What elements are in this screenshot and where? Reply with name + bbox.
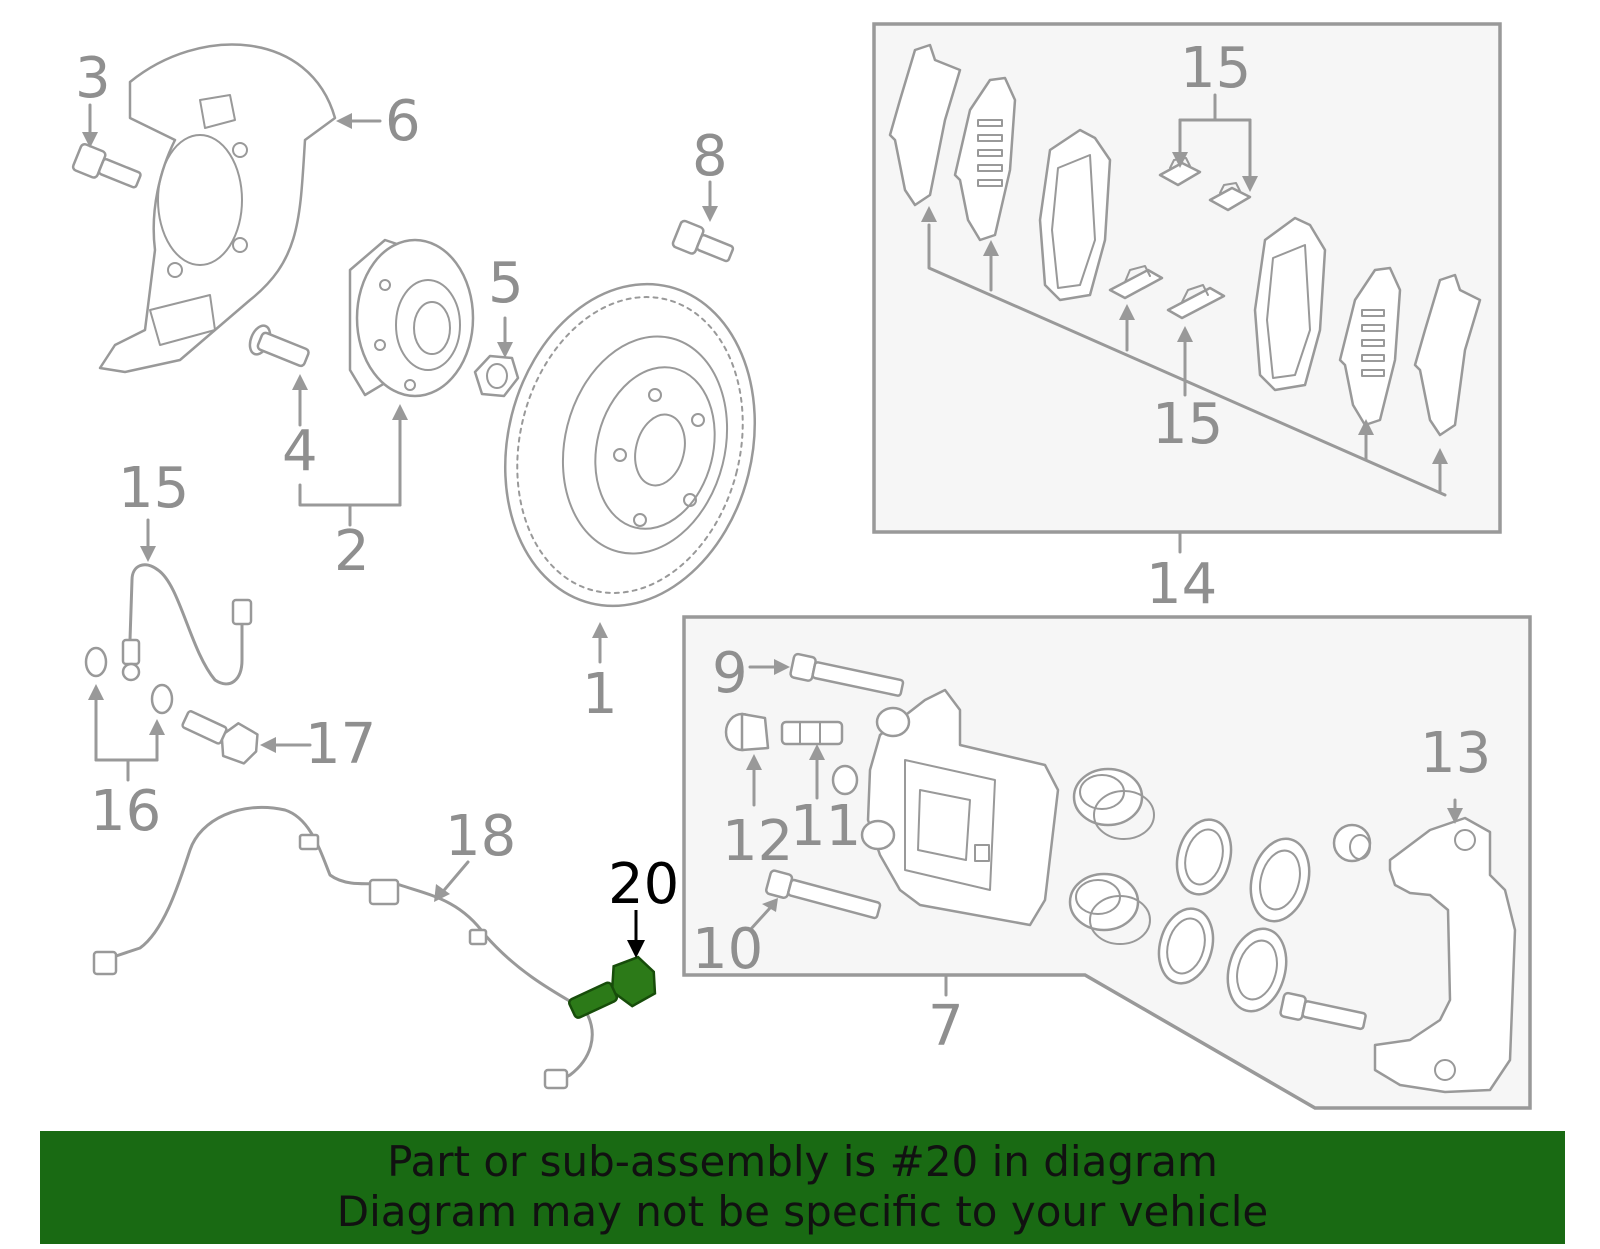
shield-bolt (71, 142, 142, 189)
callout-8: 8 (692, 124, 728, 189)
piston-seal (1175, 818, 1233, 896)
piston-boot (1249, 837, 1311, 923)
callout-6: 6 (385, 89, 421, 154)
callout-15-bottom: 15 (1152, 392, 1223, 457)
callout-18: 17 (305, 712, 376, 777)
callout-11: 11 (790, 794, 861, 859)
pad-shim (953, 76, 1017, 242)
callout-5: 5 (488, 251, 524, 316)
brake-hose (121, 563, 253, 686)
bleeder-cap (724, 712, 770, 752)
bleeder-screw (780, 720, 844, 746)
callout-15-top: 15 (1180, 36, 1251, 101)
brake-rotor (503, 282, 757, 608)
info-banner: Part or sub-assembly is #20 in diagram D… (40, 1131, 1565, 1244)
washer (84, 646, 108, 678)
callout-12: 12 (722, 809, 793, 874)
callout-20: 20 (608, 852, 679, 917)
washer (150, 683, 174, 715)
dust-cap (831, 764, 859, 796)
caliper-piston (1068, 872, 1151, 945)
piston-seal (1157, 907, 1215, 985)
anti-rattle-shim (1413, 273, 1482, 437)
callout-7: 7 (928, 994, 964, 1059)
pin-boot (1332, 823, 1372, 863)
callout-14: 14 (1146, 552, 1217, 617)
hub-nut (473, 354, 520, 398)
callout-13: 13 (1420, 721, 1491, 786)
pad-shim (1338, 266, 1402, 427)
hub-bearing (348, 238, 475, 398)
callout-9: 9 (712, 641, 748, 706)
callout-17: 16 (90, 779, 161, 844)
guide-pin-bolt (1279, 991, 1367, 1031)
piston-boot (1226, 927, 1288, 1013)
banner-line-part: Part or sub-assembly is #20 in diagram (387, 1137, 1218, 1186)
dust-shield (98, 43, 337, 374)
pad-clip (1208, 182, 1252, 212)
rotor-screw (671, 219, 735, 263)
brake-caliper (860, 688, 1060, 927)
callout-10: 10 (692, 917, 763, 982)
callout-1: 1 (582, 662, 618, 727)
callout-2: 2 (334, 519, 370, 584)
abs-sensor-wire (92, 805, 594, 1090)
callout-3: 3 (75, 46, 111, 111)
sensor-bolt-highlighted (568, 955, 657, 1019)
pad-clip (1166, 284, 1226, 320)
brake-pad (1253, 216, 1327, 392)
banjo-bolt (181, 710, 259, 765)
guide-pin-bolt (789, 652, 905, 697)
guide-pin-bolt (765, 869, 882, 920)
caliper-piston (1072, 767, 1155, 840)
leader-lines (82, 93, 1463, 997)
wheel-stud (248, 324, 310, 368)
callout-4: 4 (282, 419, 318, 484)
anti-rattle-shim (888, 43, 962, 207)
banner-line-disclaimer: Diagram may not be specific to your vehi… (336, 1187, 1269, 1236)
pad-clip (1108, 265, 1164, 300)
brake-pad (1038, 128, 1112, 302)
callout-19: 18 (445, 804, 516, 869)
callout-16: 15 (118, 456, 189, 521)
caliper-bracket (1373, 816, 1517, 1094)
